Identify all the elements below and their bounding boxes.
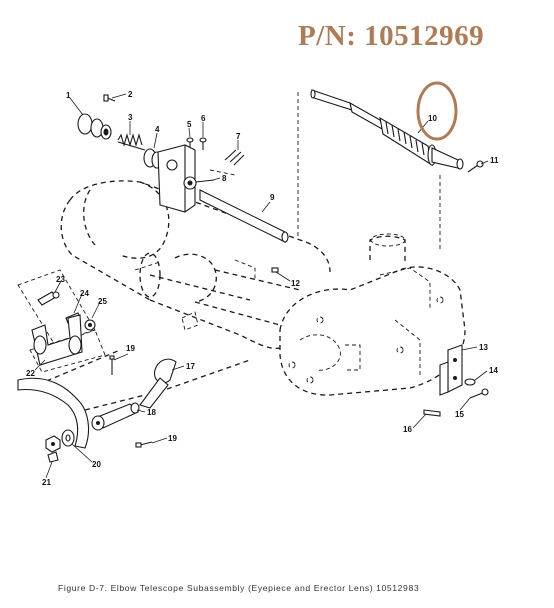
part-19-screw-lower — [135, 441, 153, 448]
callout-22: 22 — [26, 369, 35, 378]
callout-4: 4 — [155, 125, 160, 134]
callout-1: 1 — [66, 91, 71, 100]
part-9-tube — [199, 189, 289, 243]
callout-3: 3 — [128, 113, 133, 122]
leader-dashed-mid — [209, 169, 236, 176]
part-19-screw-upper — [109, 355, 115, 375]
part-number-title: P/N: 10512969 — [298, 20, 485, 52]
callout-11: 11 — [490, 156, 499, 165]
part-14-washer — [464, 378, 476, 386]
part-1-bushing — [77, 113, 112, 140]
callout-19-lower: 19 — [168, 434, 177, 443]
callout-24: 24 — [80, 289, 89, 298]
part-17-lever — [139, 358, 177, 409]
callout-19-upper: 19 — [126, 344, 135, 353]
part-11-screw — [467, 160, 484, 173]
part-10-shaft — [310, 89, 464, 170]
part-12-pin — [271, 267, 279, 273]
part-13-bracket — [439, 344, 463, 396]
callout-12: 12 — [291, 279, 300, 288]
callout-20: 20 — [92, 460, 101, 469]
part-23-bolt — [37, 291, 60, 306]
part-22-bracket — [31, 314, 83, 366]
callout-25: 25 — [98, 297, 107, 306]
callout-8: 8 — [222, 174, 227, 183]
callout-18: 18 — [147, 408, 156, 417]
callout-16: 16 — [403, 425, 412, 434]
callout-15: 15 — [455, 410, 464, 419]
callout-5: 5 — [187, 120, 192, 129]
callout-7: 7 — [236, 132, 241, 141]
mount-block — [157, 144, 197, 213]
callout-13: 13 — [479, 343, 488, 352]
figure-caption: Figure D-7. Elbow Telescope Subassembly … — [58, 583, 420, 593]
callout-17: 17 — [186, 362, 195, 371]
leader-lines — [34, 93, 489, 479]
part-20-washer — [61, 429, 75, 447]
callout-2: 2 — [128, 90, 133, 99]
callout-10: 10 — [428, 114, 437, 123]
curved-arm — [17, 377, 90, 449]
callout-6: 6 — [201, 114, 206, 123]
part-3-spring — [117, 133, 146, 151]
part-15-screw — [469, 388, 489, 399]
part-16-pin — [423, 409, 441, 417]
part-18-shaft — [91, 402, 140, 431]
part-21-nut — [45, 435, 61, 463]
callout-labels: 1 2 3 4 5 6 7 8 9 10 11 12 13 14 15 16 1… — [26, 90, 499, 487]
part-2-pin — [103, 94, 116, 102]
part-8-screw — [195, 179, 215, 183]
callout-9: 9 — [270, 193, 275, 202]
highlight-ellipse — [416, 81, 458, 141]
telescope-body — [29, 180, 466, 411]
callout-21: 21 — [42, 478, 51, 487]
callout-23: 23 — [56, 275, 65, 284]
callout-14: 14 — [489, 366, 498, 375]
part-7-pins — [224, 149, 245, 166]
part-25-nut — [84, 319, 96, 331]
